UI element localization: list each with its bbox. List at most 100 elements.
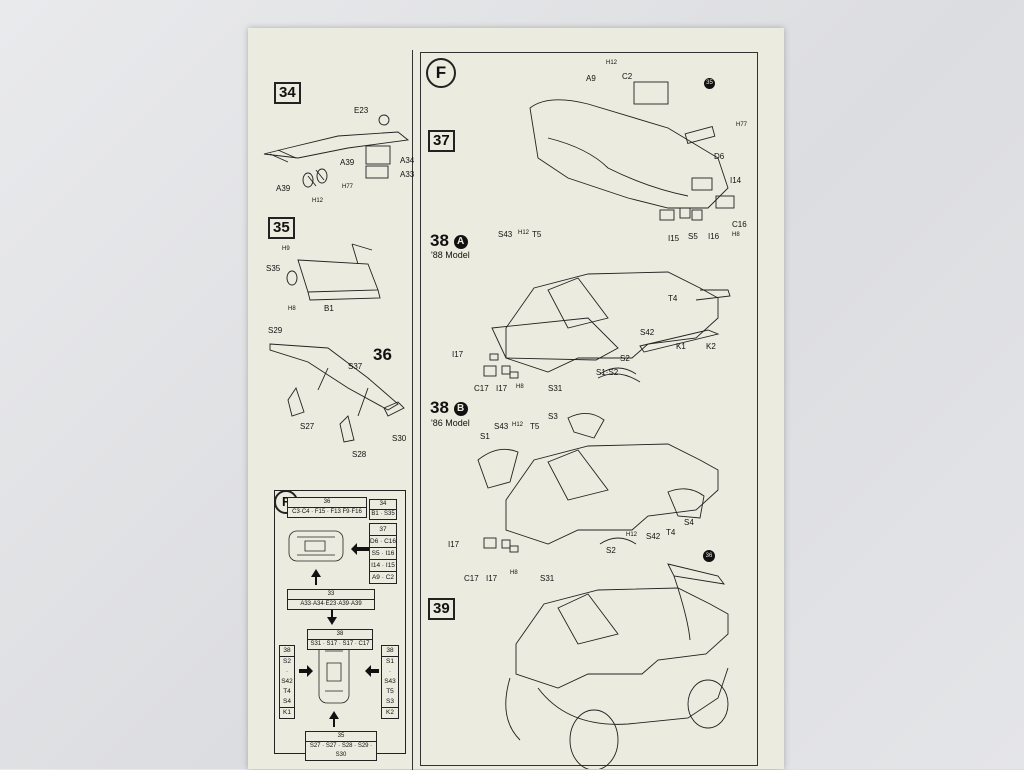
label-38b-s43: S43: [494, 422, 509, 431]
label-38b-s4: S4: [684, 518, 694, 527]
label-38b-s1: S1: [480, 432, 490, 441]
flow-box-34-num: 34: [379, 501, 387, 507]
label-38b-i17-a: I17: [448, 540, 460, 549]
part-35-marker: 35: [704, 78, 715, 89]
flow-box-33-parts: A33·A34·E23·A39·A39: [288, 599, 374, 609]
label-38a-i17-b: I17: [496, 384, 508, 393]
variant-a-circle: A: [453, 234, 468, 249]
label-s28: S28: [352, 450, 367, 459]
label-a39-lower: A39: [276, 184, 291, 193]
flow-box-37-part-2: S5 · I16: [370, 547, 396, 559]
label-i16: I16: [708, 232, 720, 241]
column-divider: [412, 50, 413, 770]
label-38b-c17: C17: [464, 574, 479, 583]
label-e23: E23: [354, 106, 369, 115]
label-38a-s1-s2: S1·S2: [596, 368, 619, 377]
label-i15: I15: [668, 234, 680, 243]
step-38a-number: 38: [430, 231, 449, 250]
label-38a-t4: T4: [668, 294, 678, 303]
flow-box-38-right: 38 S1 · S43 T5 S3 K2: [381, 645, 399, 719]
label-38a-k1: K1: [676, 342, 686, 351]
label-c16: C16: [732, 220, 747, 229]
flow-box-35-bottom: 35 S27 · S27 · S28 · S29 · S30: [305, 731, 377, 761]
right-section-frame: [420, 52, 758, 766]
label-s27: S27: [300, 422, 315, 431]
step-38b-heading: 38 B: [430, 398, 468, 418]
flow-box-36-num: 36: [323, 499, 331, 505]
label-d6: D6: [714, 152, 725, 161]
flow-box-37: 37 D6 · C16 S5 · I16 I14 · I15 A9 · C2: [369, 523, 397, 584]
label-b1: B1: [324, 304, 334, 313]
label-s37: S37: [348, 362, 363, 371]
flow-right-part-1: S1: [382, 656, 398, 667]
flow-box-37-num: 37: [379, 526, 387, 533]
flow-arrows-and-cars: [288, 530, 379, 727]
flow-left-part-4: T4: [283, 688, 291, 695]
label-38a-i17-a: I17: [452, 350, 464, 359]
model-88-label: '88 Model: [431, 250, 470, 260]
flow-box-38-lower: 38 S31 · S17 · S17 · C17: [307, 629, 373, 650]
flow-left-part-1: S2: [280, 656, 294, 667]
flow-box-37-part-4: A9 · C2: [370, 571, 396, 583]
label-a39-upper: A39: [340, 158, 355, 167]
label-h9: H9: [282, 246, 290, 252]
label-37-h8: H8: [732, 232, 740, 238]
flow-left-part-5: S4: [283, 698, 291, 705]
label-a9: A9: [586, 74, 596, 83]
label-38b-i17-b: I17: [486, 574, 498, 583]
flow-box-38-lower-parts: S31 · S17 · S17 · C17: [308, 639, 372, 649]
label-37-35: 35: [704, 78, 715, 89]
label-38b-s3: S3: [548, 412, 558, 421]
flow-box-34-parts: B1 · S35: [370, 509, 396, 517]
label-a34: A34: [400, 156, 415, 165]
label-h8: H8: [288, 306, 296, 312]
label-38a-s42: S42: [640, 328, 655, 337]
flow-box-33-num: 33: [327, 591, 335, 597]
flow-right-part-6: K2: [382, 707, 398, 718]
label-38b-s31: S31: [540, 574, 555, 583]
step-37-number: 37: [428, 130, 455, 152]
flow-box-38-left: 38 S2 · S42 T4 S4 K1: [279, 645, 295, 719]
label-38b-h12-lower: H12: [626, 532, 638, 538]
label-s29: S29: [268, 326, 283, 335]
flow-left-part-3: S42: [281, 678, 293, 685]
label-37-h77: H77: [736, 122, 748, 128]
flow-box-38-right-num: 38: [386, 647, 394, 654]
label-c2: C2: [622, 72, 633, 81]
flow-box-37-part-3: I14 · I15: [370, 559, 396, 571]
label-38a-k2: K2: [706, 342, 716, 351]
step-39-number: 39: [428, 598, 455, 620]
label-s30: S30: [392, 434, 407, 443]
label-i14: I14: [730, 176, 742, 185]
flow-box-35-bottom-parts: S27 · S27 · S28 · S29 · S30: [306, 741, 376, 760]
flow-box-33: 33 A33·A34·E23·A39·A39: [287, 589, 375, 610]
flow-left-part-6: K1: [280, 707, 294, 718]
label-38b-h12: H12: [512, 422, 524, 428]
label-s35: S35: [266, 264, 281, 273]
label-h77: H77: [342, 184, 354, 190]
label-38a-s2: S2: [620, 354, 630, 363]
flow-box-36-parts: C3·C4 · F15 · F13 F9·F16: [288, 507, 366, 517]
flow-box-38-lower-num: 38: [336, 631, 344, 637]
label-38a-s43: S43: [498, 230, 513, 239]
flow-box-37-part-1: D6 · C16: [370, 535, 396, 547]
flow-right-part-3: S43: [384, 678, 396, 685]
flow-left-part-2: ·: [285, 668, 289, 675]
label-38a-s31: S31: [548, 384, 563, 393]
assembly-drawings: [263, 81, 735, 769]
label-h12: H12: [312, 198, 324, 204]
part-36-marker: 36: [703, 550, 715, 562]
label-38b-s42: S42: [646, 532, 661, 541]
section-f-circle: F: [426, 58, 456, 88]
label-38a-h8: H8: [516, 384, 524, 390]
label-38b-t4: T4: [666, 528, 676, 537]
flow-box-36: 36 C3·C4 · F15 · F13 F9·F16: [287, 497, 367, 518]
label-s5: S5: [688, 232, 698, 241]
flow-chart-frame: F 36 C3·C4 · F15 · F13 F9·F16 34 B1 · S3…: [274, 490, 406, 761]
label-38a-t5: T5: [532, 230, 542, 239]
label-38a-h12: H12: [518, 230, 530, 236]
label-38b-s2: S2: [606, 546, 616, 555]
label-38b-t5: T5: [530, 422, 540, 431]
model-86-label: '86 Model: [431, 418, 470, 428]
label-38b-h8: H8: [510, 570, 518, 576]
